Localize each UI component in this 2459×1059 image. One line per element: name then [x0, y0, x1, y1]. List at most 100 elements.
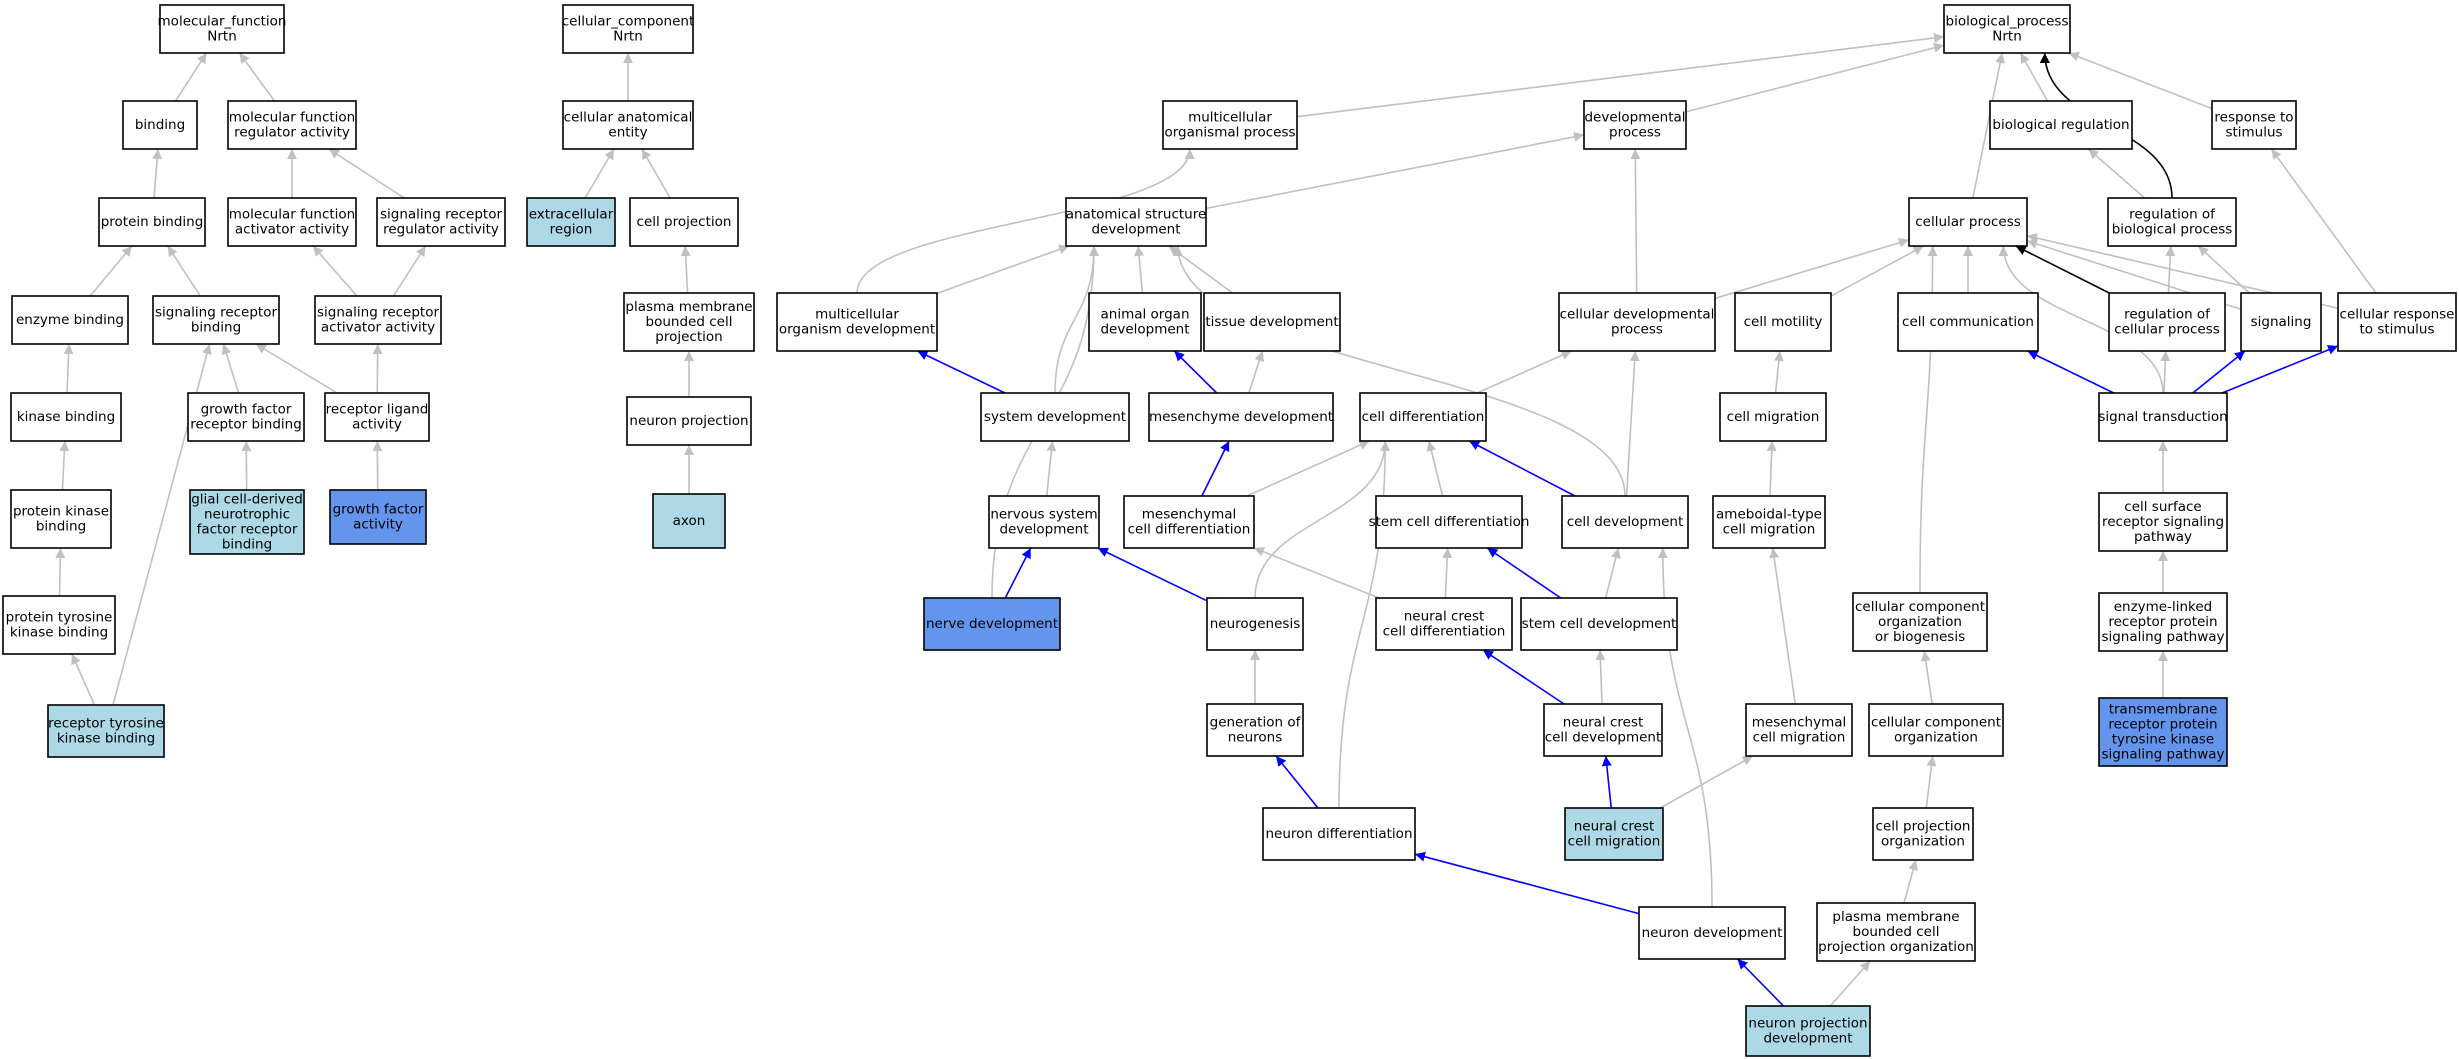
go-term-node-tissdev[interactable]: tissue development	[1203, 292, 1341, 352]
node-label: biological_process	[1946, 14, 2069, 30]
go-term-node-enzbind[interactable]: enzyme binding	[11, 295, 129, 345]
go-term-node-bioreg[interactable]: biological regulation	[1989, 100, 2133, 150]
node-label: protein binding	[101, 214, 204, 230]
node-label: process	[1611, 322, 1663, 338]
go-term-node-neurogen[interactable]: neurogenesis	[1206, 597, 1304, 651]
edge-pmbcpo-to-cporg	[1903, 859, 1919, 904]
go-term-node-mesdev[interactable]: mesenchyme development	[1148, 392, 1334, 442]
edge-aod-to-asd	[1134, 245, 1145, 294]
go-term-node-sysdev[interactable]: system development	[980, 392, 1130, 442]
go-term-node-protbind[interactable]: protein binding	[98, 197, 206, 247]
node-label: binding	[222, 537, 272, 553]
node-box	[1872, 807, 1974, 861]
go-term-node-cellmot[interactable]: cell motility	[1734, 292, 1832, 352]
go-term-node-celldev[interactable]: cell development	[1561, 495, 1689, 549]
node-label: projection	[655, 329, 722, 345]
go-term-node-binding[interactable]: binding	[122, 100, 198, 150]
go-term-node-axon[interactable]: axon	[652, 493, 726, 549]
edge-binding-to-mf	[174, 52, 208, 102]
go-term-node-neuproj[interactable]: neuron projection	[626, 396, 752, 446]
go-term-node-cellmig[interactable]: cell migration	[1719, 392, 1827, 442]
go-term-node-kinbind[interactable]: kinase binding	[10, 392, 122, 442]
node-label: plasma membrane	[625, 299, 752, 315]
go-term-node-cellproc[interactable]: cellular process	[1908, 197, 2028, 247]
go-term-node-celldiff[interactable]: cell differentiation	[1359, 392, 1487, 442]
go-term-node-scdev[interactable]: stem cell development	[1520, 597, 1678, 651]
node-label: neuron projection	[629, 413, 748, 429]
node-label: signaling receptor	[155, 305, 278, 321]
node-label: tyrosine kinase	[2112, 732, 2214, 748]
go-term-node-cellproj[interactable]: cell projection	[629, 197, 739, 247]
edge-sigrecreg-to-mfreg	[328, 148, 405, 199]
edge-scdev-to-scdiff	[1486, 547, 1562, 599]
node-box	[1162, 100, 1298, 150]
go-term-node-signaling[interactable]: signaling	[2240, 292, 2322, 352]
node-label: enzyme-linked	[2114, 599, 2213, 615]
go-term-node-nervedev[interactable]: nerve development	[923, 597, 1061, 651]
node-label: mesenchymal	[1142, 507, 1237, 523]
node-box	[2098, 492, 2228, 552]
edge-npdev-to-pmbcpo	[1829, 960, 1871, 1007]
edge-asd-to-devproc	[1205, 131, 1585, 210]
go-term-node-scdiff[interactable]: stem cell differentiation	[1369, 495, 1530, 549]
edge-cellmig-to-cellmot	[1773, 350, 1784, 394]
node-box	[1520, 597, 1678, 651]
go-term-node-neudiff[interactable]: neuron differentiation	[1262, 807, 1416, 861]
go-term-node-neudev[interactable]: neuron development	[1638, 906, 1786, 960]
node-label: factor receptor	[197, 522, 298, 538]
node-label: neural crest	[1563, 715, 1644, 731]
go-term-node-cellcomm[interactable]: cell communication	[1897, 292, 2039, 352]
go-term-node-sigtrans[interactable]: signal transduction	[2098, 392, 2228, 442]
node-label: animal organ	[1100, 307, 1189, 323]
edge-celldiff-to-celldevproc	[1476, 350, 1572, 394]
node-label: cell projection	[1876, 819, 1971, 835]
node-box	[980, 392, 1130, 442]
node-box	[626, 396, 752, 446]
node-label: biological process	[2112, 222, 2233, 238]
